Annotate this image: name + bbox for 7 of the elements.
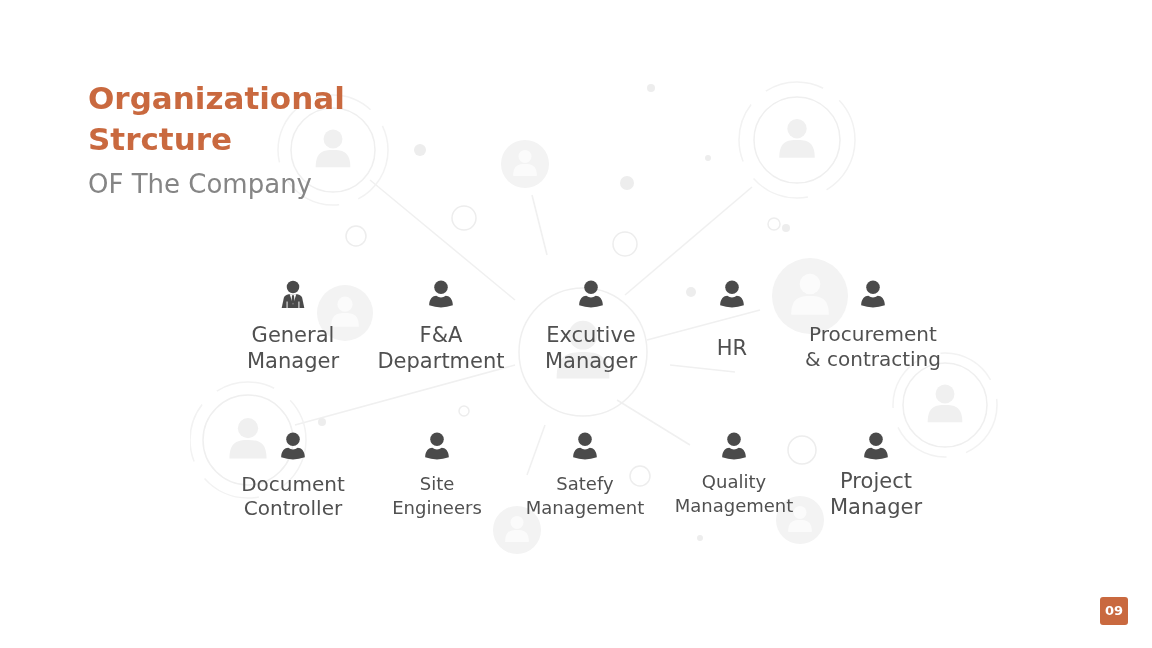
page-number-badge: 09: [1100, 597, 1128, 625]
slide-title: Organizational Strcture: [88, 79, 346, 159]
role-label: Satefy Management: [524, 472, 646, 520]
role-label: Site Engineers: [391, 472, 483, 520]
role-label: Project Manager: [828, 468, 924, 520]
role-label: Document Controller: [240, 472, 346, 520]
role-label: Quality Management: [673, 470, 795, 518]
